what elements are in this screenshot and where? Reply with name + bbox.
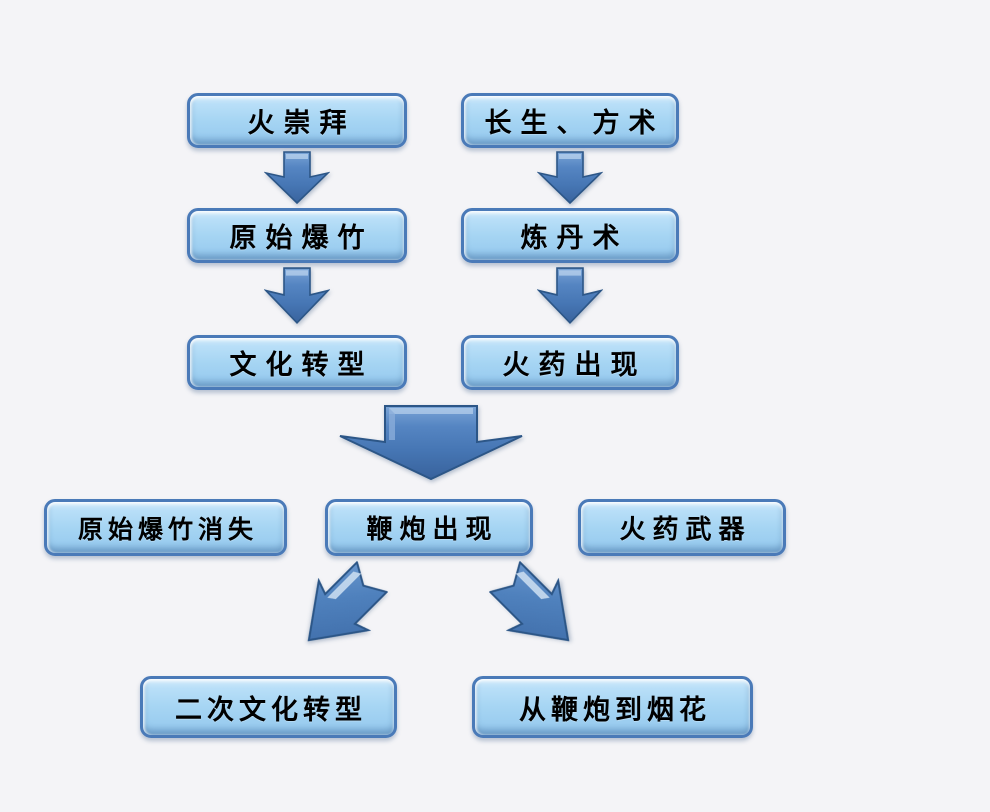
node-alchemy: 炼丹术 — [461, 208, 679, 263]
down-arrow-icon — [537, 267, 603, 325]
node-longevity-magic: 长生、方术 — [461, 93, 679, 148]
node-label: 原始爆竹消失 — [77, 514, 258, 544]
down-arrow-icon — [264, 151, 330, 205]
node-label: 长生、方术 — [484, 108, 665, 139]
node-label: 从鞭炮到烟花 — [519, 694, 711, 726]
down-arrow-icon — [537, 151, 603, 205]
node-label: 火崇拜 — [247, 108, 356, 139]
large-down-arrow-icon — [339, 405, 523, 481]
node-label: 火药武器 — [619, 515, 752, 545]
node-label: 原始爆竹 — [229, 223, 374, 254]
node-cultural-transformation: 文化转型 — [187, 335, 407, 390]
node-label: 火药出现 — [502, 350, 647, 381]
node-label: 鞭炮出现 — [366, 515, 499, 545]
down-right-arrow-icon — [488, 560, 570, 642]
node-from-firecracker-to-fireworks: 从鞭炮到烟花 — [472, 676, 753, 738]
node-primitive-firecracker: 原始爆竹 — [187, 208, 407, 263]
node-firecracker-emergence: 鞭炮出现 — [325, 499, 533, 556]
node-primitive-firecracker-disappears: 原始爆竹消失 — [44, 499, 287, 556]
node-gunpowder-weapons: 火药武器 — [578, 499, 786, 556]
node-label: 文化转型 — [229, 350, 374, 381]
down-left-arrow-icon — [307, 560, 389, 642]
down-arrow-icon — [264, 267, 330, 325]
node-gunpowder-emergence: 火药出现 — [461, 335, 679, 390]
node-label: 炼丹术 — [520, 223, 629, 254]
node-fire-worship: 火崇拜 — [187, 93, 407, 148]
node-label: 二次文化转型 — [175, 694, 367, 726]
node-second-cultural-transformation: 二次文化转型 — [140, 676, 397, 738]
